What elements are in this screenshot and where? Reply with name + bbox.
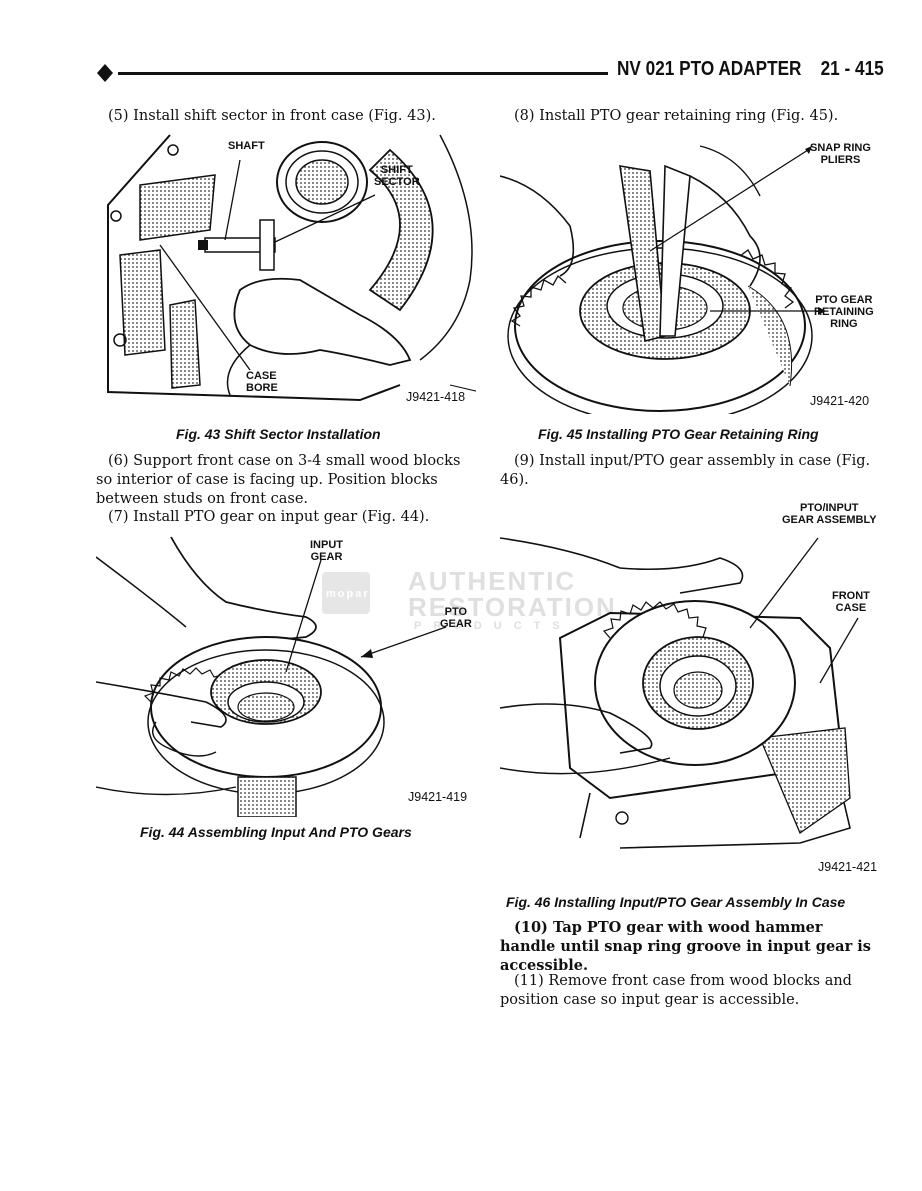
figure-code: J9421-419 — [408, 790, 468, 804]
watermark-line-3: PRODUCTS — [414, 620, 572, 632]
figure-45-illustration — [500, 145, 826, 414]
label-shift-sector: SHIFT SECTOR — [374, 164, 420, 188]
figure-43-shift-sector: SHAFT SHIFT SECTOR CASE BORE J9421-418 — [100, 130, 476, 412]
figure-43-caption: Fig. 43 Shift Sector Installation — [176, 426, 381, 442]
figure-44-illustration — [96, 536, 447, 817]
figure-code: J9421-418 — [406, 390, 466, 404]
step-11: (11) Remove front case from wood blocks … — [500, 973, 852, 1008]
label-shaft: SHAFT — [228, 140, 265, 152]
label-pto-input-gear-assembly: PTO/INPUT GEAR ASSEMBLY — [782, 502, 877, 526]
figure-46-illustration — [500, 537, 859, 849]
figure-46-gear-assembly: PTO/INPUT GEAR ASSEMBLY FRONT CASE J9421… — [500, 498, 886, 878]
figure-45-retaining-ring: SNAP RING PLIERS PTO GEAR RETAINING RING… — [500, 136, 886, 414]
figure-code: J9421-420 — [810, 394, 870, 408]
label-snap-ring-pliers: SNAP RING PLIERS — [810, 142, 871, 166]
step-5: (5) Install shift sector in front case (… — [108, 108, 436, 124]
watermark-badge: mopar — [326, 588, 370, 600]
step-6: (6) Support front case on 3-4 small wood… — [96, 453, 461, 507]
page-header-title: NV 021 PTO ADAPTER 21 - 415 — [617, 58, 884, 80]
figure-46-caption: Fig. 46 Installing Input/PTO Gear Assemb… — [506, 894, 846, 910]
label-case-bore: CASE BORE — [246, 370, 278, 394]
watermark-logo: mopar AUTHENTIC RESTORATION PRODUCTS — [322, 566, 615, 646]
watermark-line-1: AUTHENTIC — [408, 566, 577, 596]
step-8: (8) Install PTO gear retaining ring (Fig… — [514, 108, 839, 124]
step-9: (9) Install input/PTO gear assembly in c… — [500, 453, 871, 488]
label-front-case: FRONT CASE — [832, 590, 870, 614]
label-pto-gear: PTO GEAR — [440, 606, 472, 630]
diamond-icon — [97, 64, 113, 82]
label-pto-gear-retaining-ring: PTO GEAR RETAINING RING — [814, 294, 874, 330]
step-7: (7) Install PTO gear on input gear (Fig.… — [108, 509, 430, 525]
header-rule — [118, 72, 608, 75]
figure-43-illustration — [107, 134, 476, 402]
watermark-line-2: RESTORATION — [408, 592, 617, 622]
figure-45-caption: Fig. 45 Installing PTO Gear Retaining Ri… — [538, 426, 819, 442]
figure-code: J9421-421 — [818, 860, 878, 874]
label-input-gear: INPUT GEAR — [310, 539, 343, 563]
figure-44-input-pto-gears: INPUT GEAR PTO GEAR J9421-419 — [96, 532, 476, 817]
figure-44-caption: Fig. 44 Assembling Input And PTO Gears — [140, 824, 412, 840]
step-10: (10) Tap PTO gear with wood hammer handl… — [500, 919, 871, 974]
